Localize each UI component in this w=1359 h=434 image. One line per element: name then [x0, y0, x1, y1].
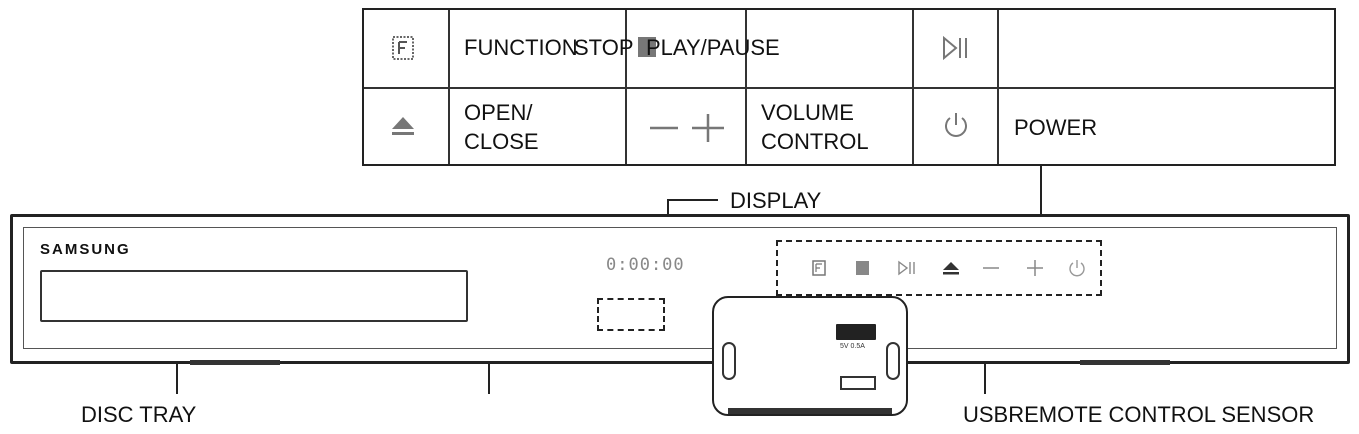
- remote-sensor-area: [597, 298, 665, 331]
- usb-door-hinge-left: [722, 342, 736, 380]
- usb-door-hinge-right: [886, 342, 900, 380]
- panel-function-icon[interactable]: [812, 260, 826, 276]
- front-panel-buttons: [776, 240, 1102, 296]
- remote-sensor-label: REMOTE CONTROL SENSOR: [1008, 402, 1315, 427]
- usb-door[interactable]: [712, 296, 908, 416]
- function-icon: [391, 35, 415, 66]
- stop-icon: [637, 36, 657, 63]
- panel-power-icon[interactable]: [1069, 260, 1085, 277]
- button-legend-table: FUNCTION STOP PLAY/PAUSE OPEN/ CLOSE VOL…: [362, 8, 1336, 166]
- usb-label: USB: [963, 402, 1009, 427]
- legend-function-label: FUNCTION: [464, 35, 578, 60]
- power-icon: [942, 110, 970, 145]
- legend-play-pause-label: PLAY/PAUSE: [646, 35, 780, 60]
- usb-door-lip: [728, 408, 892, 414]
- legend-volume-control-label: VOLUME CONTROL: [761, 100, 869, 154]
- usb-callout-label: USBREMOTE CONTROL SENSOR: [963, 402, 1314, 428]
- device-foot-right: [1080, 360, 1170, 365]
- usb-rating-caption: 5V 0.5A: [840, 343, 865, 350]
- legend-open-close-label: OPEN/ CLOSE: [464, 100, 539, 154]
- panel-eject-icon[interactable]: [943, 262, 959, 275]
- device-foot-left: [190, 360, 280, 365]
- disc-tray[interactable]: [40, 270, 468, 322]
- door-slot: [840, 376, 876, 390]
- brand-logo: SAMSUNG: [40, 241, 131, 258]
- play-pause-icon: [942, 35, 970, 65]
- disc-tray-callout-label: DISC TRAY: [81, 402, 197, 427]
- legend-stop-label: STOP: [574, 35, 634, 60]
- panel-play-pause-icon[interactable]: [898, 260, 915, 276]
- display-callout-label: DISPLAY: [730, 188, 822, 213]
- display-readout: 0:00:00: [606, 255, 685, 275]
- panel-stop-icon[interactable]: [856, 261, 869, 275]
- usb-port[interactable]: [836, 324, 876, 340]
- eject-icon: [390, 114, 416, 143]
- legend-power-label: POWER: [1014, 115, 1098, 140]
- panel-plus-icon[interactable]: [1027, 260, 1043, 276]
- blu-ray-player-front: [10, 214, 1350, 364]
- volume-minus-plus-icon: [648, 112, 728, 147]
